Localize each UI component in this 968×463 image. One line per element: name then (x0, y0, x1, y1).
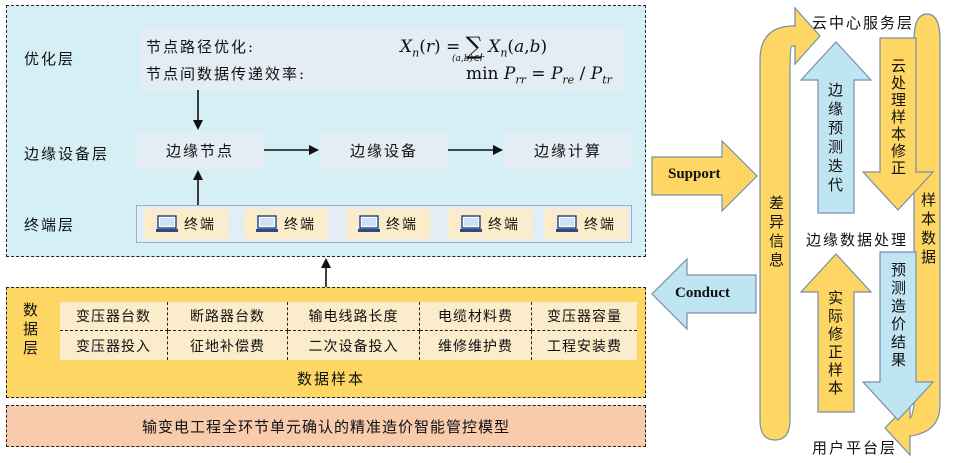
edge-predict-label: 边缘预测迭代 (826, 82, 844, 196)
terminal-label: 终端 (488, 217, 520, 233)
sample-data-label: 样本数据 (919, 192, 937, 268)
actual-fix-label: 实际修正样本 (826, 290, 844, 398)
table-cell: 征地补偿费 (168, 331, 288, 360)
edge-compute-box: 边缘计算 (504, 131, 632, 169)
edge-device-layer-label: 边缘设备层 (24, 145, 110, 163)
formula-path-optimization: Xn(r) = ∑ Xn(a,b) (400, 32, 548, 60)
actual-fix-arrow (799, 253, 873, 413)
computer-icon (156, 215, 178, 232)
model-bar-label: 输变电工程全环节单元确认的精准造价智能管控模型 (141, 417, 510, 436)
terminal-layer-label: 终端层 (24, 216, 76, 234)
cloud-layer-label: 云中心服务层 (812, 14, 915, 32)
terminal-item: 终端 (144, 209, 228, 239)
formula-transfer-efficiency: min Prr = Pre / Ptr (466, 64, 612, 87)
terminal-item: 终端 (346, 209, 430, 239)
terminal-label: 终端 (386, 217, 418, 233)
support-label: Support (668, 166, 721, 182)
diff-info-label: 差异信息 (767, 195, 785, 271)
data-efficiency-label: 节点间数据传递效率: (146, 65, 307, 83)
terminal-item: 终端 (448, 209, 532, 239)
table-cell: 输电线路长度 (288, 302, 420, 331)
optimization-box (140, 27, 624, 90)
cloud-fix-label: 云处理样本修正 (889, 58, 907, 177)
data-table: 变压器台数 断路器台数 输电线路长度 电缆材料费 变压器容量 变压器投入 征地补… (60, 302, 637, 360)
sample-data-loop (884, 13, 941, 457)
table-cell: 变压器投入 (60, 331, 168, 360)
table-cell: 工程安装费 (547, 338, 622, 355)
diff-info-loop (759, 6, 821, 441)
support-arrow (651, 139, 758, 213)
computer-icon (460, 215, 482, 232)
terminal-item: 终端 (544, 209, 628, 239)
terminal-label: 终端 (284, 217, 316, 233)
edge-node-box: 边缘节点 (136, 131, 264, 169)
edge-processing-label: 边缘数据处理 (806, 231, 909, 249)
user-layer-label: 用户平台层 (812, 439, 898, 457)
computer-icon (256, 215, 278, 232)
edge-device-box: 边缘设备 (320, 131, 448, 169)
edge-predict-arrow (799, 41, 873, 214)
data-layer-label: 数据层 (21, 302, 39, 359)
table-cell: 二次设备投入 (288, 331, 420, 360)
computer-icon (358, 215, 380, 232)
optimization-layer-label: 优化层 (24, 50, 76, 68)
formula-sum-subscript: (a,b)∈r (452, 54, 484, 64)
table-cell: 变压器容量 (532, 302, 637, 331)
table-cell: 维修维护费 (420, 331, 532, 360)
terminal-label: 终端 (184, 217, 216, 233)
path-optimization-label: 节点路径优化: (146, 38, 256, 56)
table-cell: 断路器台数 (168, 302, 288, 331)
terminal-item: 终端 (244, 209, 328, 239)
predict-result-arrow (861, 251, 935, 421)
data-sample-caption: 数据样本 (297, 370, 366, 388)
conduct-arrow (651, 257, 757, 331)
conduct-label: Conduct (675, 285, 731, 301)
cloud-fix-arrow (861, 37, 935, 211)
terminal-label: 终端 (584, 217, 616, 233)
table-cell: 电缆材料费 (420, 302, 532, 331)
computer-icon (556, 215, 578, 232)
table-cell: 变压器台数 (60, 302, 168, 331)
predict-result-label: 预测造价结果 (889, 262, 907, 370)
model-bar: 输变电工程全环节单元确认的精准造价智能管控模型 (6, 405, 646, 447)
